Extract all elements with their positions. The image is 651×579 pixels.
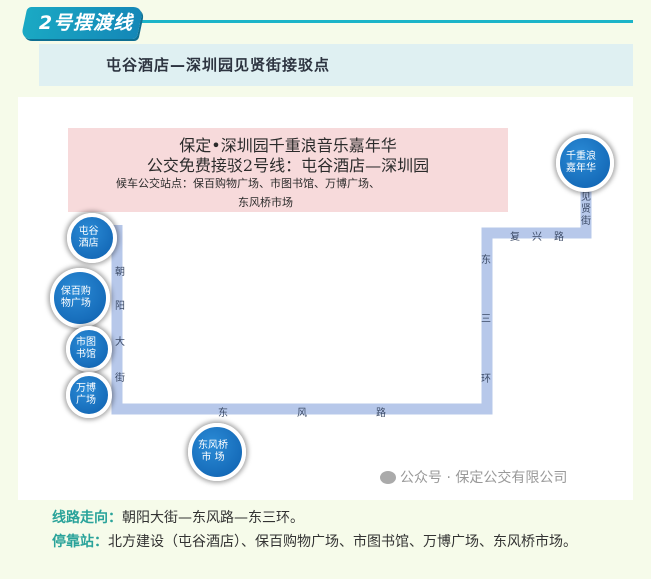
info-title: 保定•深圳园千重浪音乐嘉年华 — [179, 136, 397, 155]
street-dongsanhuan-3: 环 — [481, 374, 491, 385]
subtitle-band — [39, 44, 633, 86]
stop-wanbo-plaza[interactable]: 万博广场 — [66, 372, 112, 418]
street-fuxing-2: 兴 — [532, 232, 542, 243]
stop-city-library[interactable]: 市图书馆 — [66, 326, 112, 372]
header-divider — [120, 20, 633, 23]
street-fuxing-1: 复 — [510, 232, 520, 243]
street-jianxian-1: 见 — [581, 192, 591, 203]
stop-tungu-hotel[interactable]: 屯谷酒店 — [67, 213, 117, 263]
stops-description: 停靠站：北方建设（屯谷酒店）、保百购物广场、市图书馆、万博广场、东风桥市场。 — [52, 534, 577, 550]
info-stops-cont: 东风桥市场 — [238, 196, 293, 209]
street-dongsanhuan-2: 三 — [481, 314, 491, 325]
street-chaoyang-4: 街 — [115, 373, 125, 384]
street-dongsanhuan-1: 东 — [481, 255, 491, 266]
subtitle: 屯谷酒店—深圳园见贤街接驳点 — [106, 56, 331, 74]
street-jianxian-3: 街 — [581, 216, 591, 227]
street-fuxing-3: 路 — [554, 232, 564, 243]
info-stops: 候车公交站点：保百购物广场、市图书馆、万博广场、 — [116, 177, 380, 190]
street-chaoyang-1: 朝 — [115, 267, 125, 278]
stop-dongfengqiao-market[interactable]: 东风桥市 场 — [188, 423, 246, 481]
street-dongfeng-2: 风 — [297, 408, 307, 419]
street-chaoyang-2: 阳 — [115, 301, 125, 312]
header-badge-text: 2号摆渡线 — [38, 12, 134, 34]
watermark: 公众号 · 保定公交有限公司 — [380, 467, 567, 487]
wechat-icon — [380, 471, 396, 484]
info-box: 保定•深圳园千重浪音乐嘉年华 公交免费接驳2号线：屯谷酒店—深圳园 候车公交站点… — [68, 128, 508, 212]
stop-baobai-plaza[interactable]: 保百购物广场 — [50, 268, 110, 328]
street-dongfeng-3: 路 — [376, 408, 386, 419]
info-line: 公交免费接驳2号线：屯谷酒店—深圳园 — [146, 156, 430, 175]
route-description: 线路走向：朝阳大街—东风路—东三环。 — [52, 510, 304, 526]
street-dongfeng-1: 东 — [218, 408, 228, 419]
street-jianxian-2: 贤 — [581, 204, 591, 215]
stop-qianchonglang-carnival[interactable]: 千重浪嘉年华 — [556, 134, 614, 192]
street-chaoyang-3: 大 — [115, 337, 125, 348]
